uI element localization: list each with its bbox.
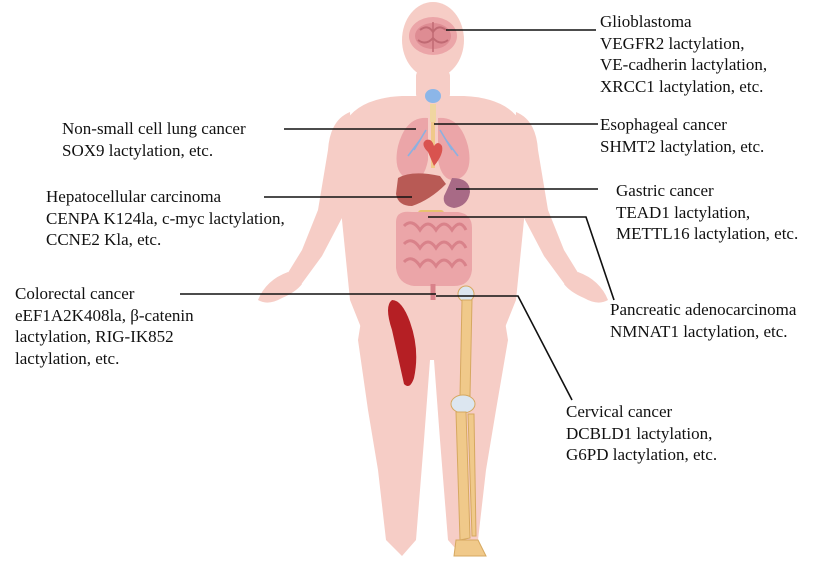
annotation-line: VE-cadherin lactylation,	[600, 54, 767, 76]
annotation-title: Glioblastoma	[600, 11, 767, 33]
annotation-line: SHMT2 lactylation, etc.	[600, 136, 764, 158]
annotation-line: G6PD lactylation, etc.	[566, 444, 717, 466]
annotation-line: lactylation, RIG-IK852	[15, 326, 194, 348]
annotation-title: Hepatocellular carcinoma	[46, 186, 285, 208]
annotation-line: CENPA K124la, c-myc lactylation,	[46, 208, 285, 230]
annotation-line: DCBLD1 lactylation,	[566, 423, 717, 445]
annotation-nsclc: Non-small cell lung cancer SOX9 lactylat…	[62, 118, 246, 161]
annotation-pancreatic: Pancreatic adenocarcinoma NMNAT1 lactyla…	[610, 299, 796, 342]
annotation-line: TEAD1 lactylation,	[616, 202, 798, 224]
annotation-title: Colorectal cancer	[15, 283, 194, 305]
annotation-line: VEGFR2 lactylation,	[600, 33, 767, 55]
annotation-line: NMNAT1 lactylation, etc.	[610, 321, 796, 343]
annotation-cervical: Cervical cancer DCBLD1 lactylation, G6PD…	[566, 401, 717, 466]
annotation-line: XRCC1 lactylation, etc.	[600, 76, 767, 98]
annotation-line: SOX9 lactylation, etc.	[62, 140, 246, 162]
annotation-line: eEF1A2K408la, β-catenin	[15, 305, 194, 327]
annotation-colorectal: Colorectal cancer eEF1A2K408la, β-cateni…	[15, 283, 194, 369]
annotation-title: Gastric cancer	[616, 180, 798, 202]
brain-icon	[409, 17, 457, 55]
annotation-title: Pancreatic adenocarcinoma	[610, 299, 796, 321]
annotation-line: lactylation, etc.	[15, 348, 194, 370]
annotation-title: Esophageal cancer	[600, 114, 764, 136]
annotation-esophageal: Esophageal cancer SHMT2 lactylation, etc…	[600, 114, 764, 157]
annotation-gastric: Gastric cancer TEAD1 lactylation, METTL1…	[616, 180, 798, 245]
annotation-line: METTL16 lactylation, etc.	[616, 223, 798, 245]
annotation-line: CCNE2 Kla, etc.	[46, 229, 285, 251]
annotation-title: Non-small cell lung cancer	[62, 118, 246, 140]
annotation-glioblastoma: Glioblastoma VEGFR2 lactylation, VE-cadh…	[600, 11, 767, 97]
annotation-hcc: Hepatocellular carcinoma CENPA K124la, c…	[46, 186, 285, 251]
annotation-title: Cervical cancer	[566, 401, 717, 423]
